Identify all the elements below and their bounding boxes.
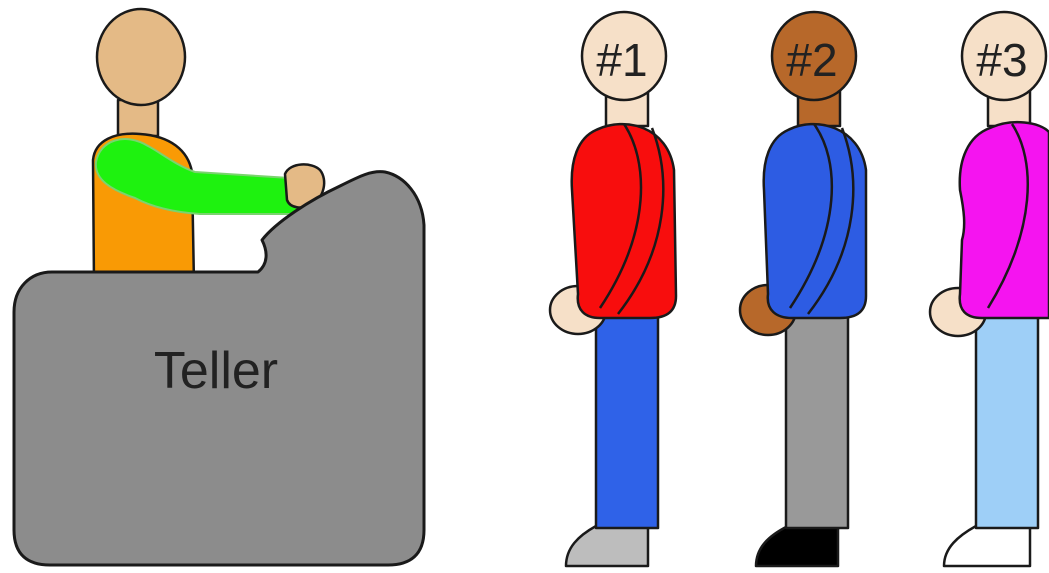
teller-label: Teller [154, 342, 278, 400]
customer-1-number: #1 [596, 34, 647, 86]
teller-head [97, 9, 185, 105]
teller-desk: Teller [14, 172, 424, 565]
customer-3-torso [960, 122, 1049, 318]
customer-3-leg [976, 312, 1038, 528]
customer-1: #1 [550, 12, 676, 566]
customer-1-leg [596, 312, 658, 528]
customer-1-shoe [566, 526, 648, 566]
customer-3-shoe [944, 526, 1030, 566]
customer-3-number: #3 [976, 34, 1027, 86]
customer-2: #2 [740, 12, 866, 566]
customer-2-number: #2 [786, 34, 837, 86]
customer-2-leg [786, 312, 848, 528]
customer-3: #3 [930, 12, 1049, 566]
customer-2-shoe [756, 526, 838, 566]
